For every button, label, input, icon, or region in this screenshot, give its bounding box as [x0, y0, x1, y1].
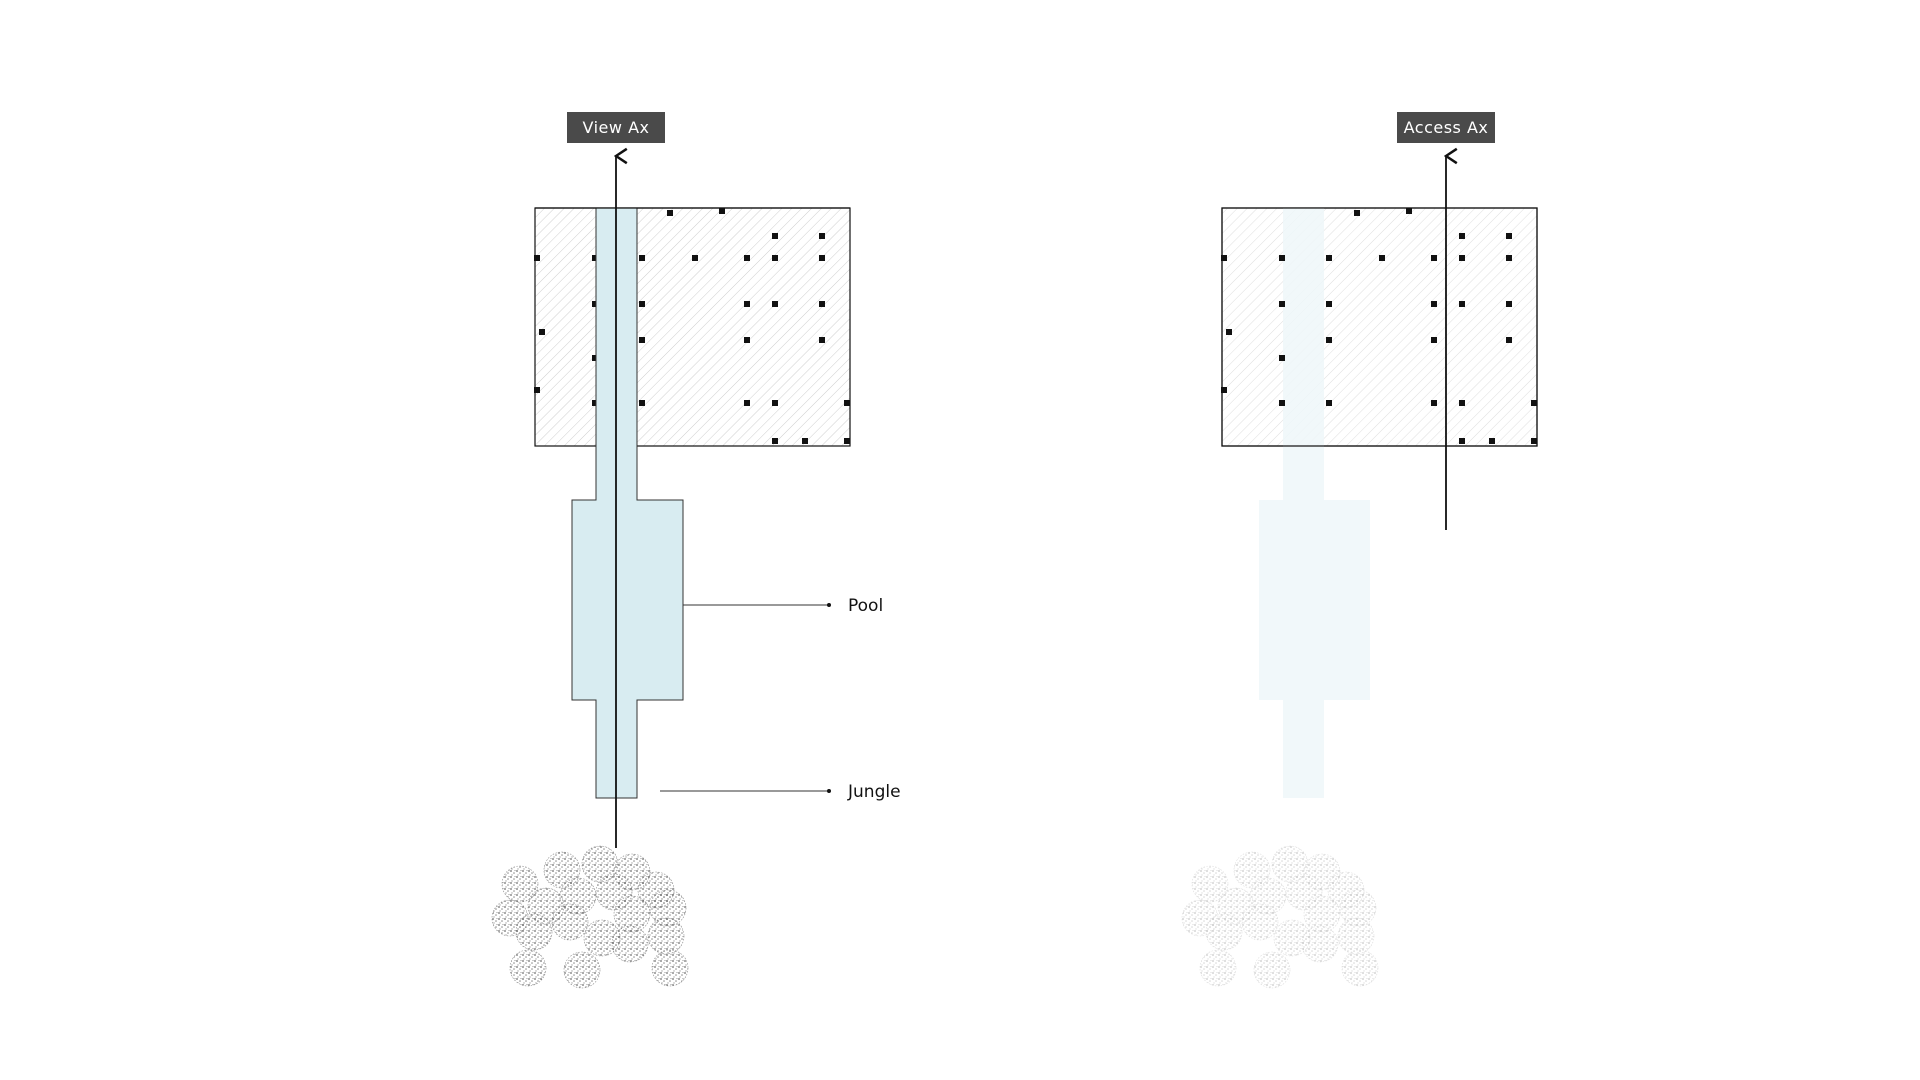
- column-dot: [1431, 337, 1437, 343]
- tree-icon: [515, 913, 553, 951]
- tree-icon: [1341, 949, 1379, 987]
- column-dot: [1489, 438, 1495, 444]
- column-dot: [639, 337, 645, 343]
- tree-icon: [509, 949, 547, 987]
- column-dot: [719, 208, 725, 214]
- column-dot: [1459, 400, 1465, 406]
- column-dot: [534, 387, 540, 393]
- column-dot: [639, 255, 645, 261]
- tree-cluster: [491, 845, 689, 989]
- column-dot: [1326, 255, 1332, 261]
- column-dot: [772, 255, 778, 261]
- tree-icon: [501, 865, 539, 903]
- tree-icon: [1241, 903, 1279, 941]
- building-block: [534, 207, 851, 447]
- column-dot: [819, 301, 825, 307]
- callout-jungle: Jungle: [660, 782, 901, 802]
- column-dot: [539, 329, 545, 335]
- callout-jungle-label: Jungle: [847, 782, 901, 802]
- pool-shape: [571, 207, 684, 799]
- building-columns: [534, 208, 850, 444]
- callout-pool: Pool: [683, 596, 883, 616]
- column-dot: [1354, 210, 1360, 216]
- tree-icon: [1301, 925, 1339, 963]
- column-dot: [639, 301, 645, 307]
- column-dot: [1506, 255, 1512, 261]
- column-dot: [744, 301, 750, 307]
- column-dot: [592, 355, 598, 361]
- column-dot: [1279, 400, 1285, 406]
- column-dot: [1326, 337, 1332, 343]
- column-dot: [1459, 438, 1465, 444]
- pool-shape-faded: [1259, 208, 1370, 798]
- column-dot: [1431, 301, 1437, 307]
- column-dot: [744, 255, 750, 261]
- column-dot: [1531, 400, 1537, 406]
- column-dot: [1279, 355, 1285, 361]
- column-dot: [1506, 301, 1512, 307]
- callout-pool-label: Pool: [848, 596, 883, 616]
- tree-icon: [1199, 949, 1237, 987]
- access-axis-tag: Access Ax: [1397, 112, 1495, 143]
- column-dot: [534, 255, 540, 261]
- tree-icon: [563, 951, 601, 989]
- diagram-access-ax: Access Ax: [1181, 112, 1538, 989]
- column-dot: [1279, 255, 1285, 261]
- column-dot: [592, 255, 598, 261]
- column-dot: [744, 337, 750, 343]
- tree-icon: [1339, 889, 1377, 927]
- column-dot: [819, 337, 825, 343]
- column-dot: [639, 400, 645, 406]
- column-dot: [819, 255, 825, 261]
- building-columns: [1221, 208, 1537, 444]
- tree-icon: [651, 949, 689, 987]
- tree-icon: [1205, 913, 1243, 951]
- column-dot: [1459, 233, 1465, 239]
- column-dot: [692, 255, 698, 261]
- column-dot: [1406, 208, 1412, 214]
- tree-cluster-faded: [1181, 845, 1379, 989]
- diagram-view-ax: View Ax Pool Jungle: [491, 112, 901, 989]
- column-dot: [1226, 329, 1232, 335]
- tree-icon: [551, 903, 589, 941]
- column-dot: [1221, 255, 1227, 261]
- column-dot: [844, 438, 850, 444]
- column-dot: [592, 301, 598, 307]
- column-dot: [592, 400, 598, 406]
- column-dot: [772, 233, 778, 239]
- column-dot: [802, 438, 808, 444]
- column-dot: [1506, 233, 1512, 239]
- column-dot: [1506, 337, 1512, 343]
- access-axis-label: Access Ax: [1404, 118, 1489, 137]
- tree-icon: [1253, 951, 1291, 989]
- column-dot: [1326, 400, 1332, 406]
- column-dot: [744, 400, 750, 406]
- column-dot: [844, 400, 850, 406]
- column-dot: [1379, 255, 1385, 261]
- column-dot: [772, 301, 778, 307]
- column-dot: [772, 438, 778, 444]
- column-dot: [1459, 301, 1465, 307]
- column-dot: [1459, 255, 1465, 261]
- tree-icon: [611, 925, 649, 963]
- view-axis-label: View Ax: [583, 118, 650, 137]
- tree-icon: [649, 889, 687, 927]
- column-dot: [1531, 438, 1537, 444]
- column-dot: [1326, 301, 1332, 307]
- tree-icon: [1191, 865, 1229, 903]
- column-dot: [1279, 301, 1285, 307]
- column-dot: [772, 400, 778, 406]
- column-dot: [1431, 255, 1437, 261]
- view-axis-tag: View Ax: [567, 112, 665, 143]
- column-dot: [819, 233, 825, 239]
- building-block: [1221, 207, 1538, 447]
- column-dot: [667, 210, 673, 216]
- column-dot: [1221, 387, 1227, 393]
- column-dot: [1431, 400, 1437, 406]
